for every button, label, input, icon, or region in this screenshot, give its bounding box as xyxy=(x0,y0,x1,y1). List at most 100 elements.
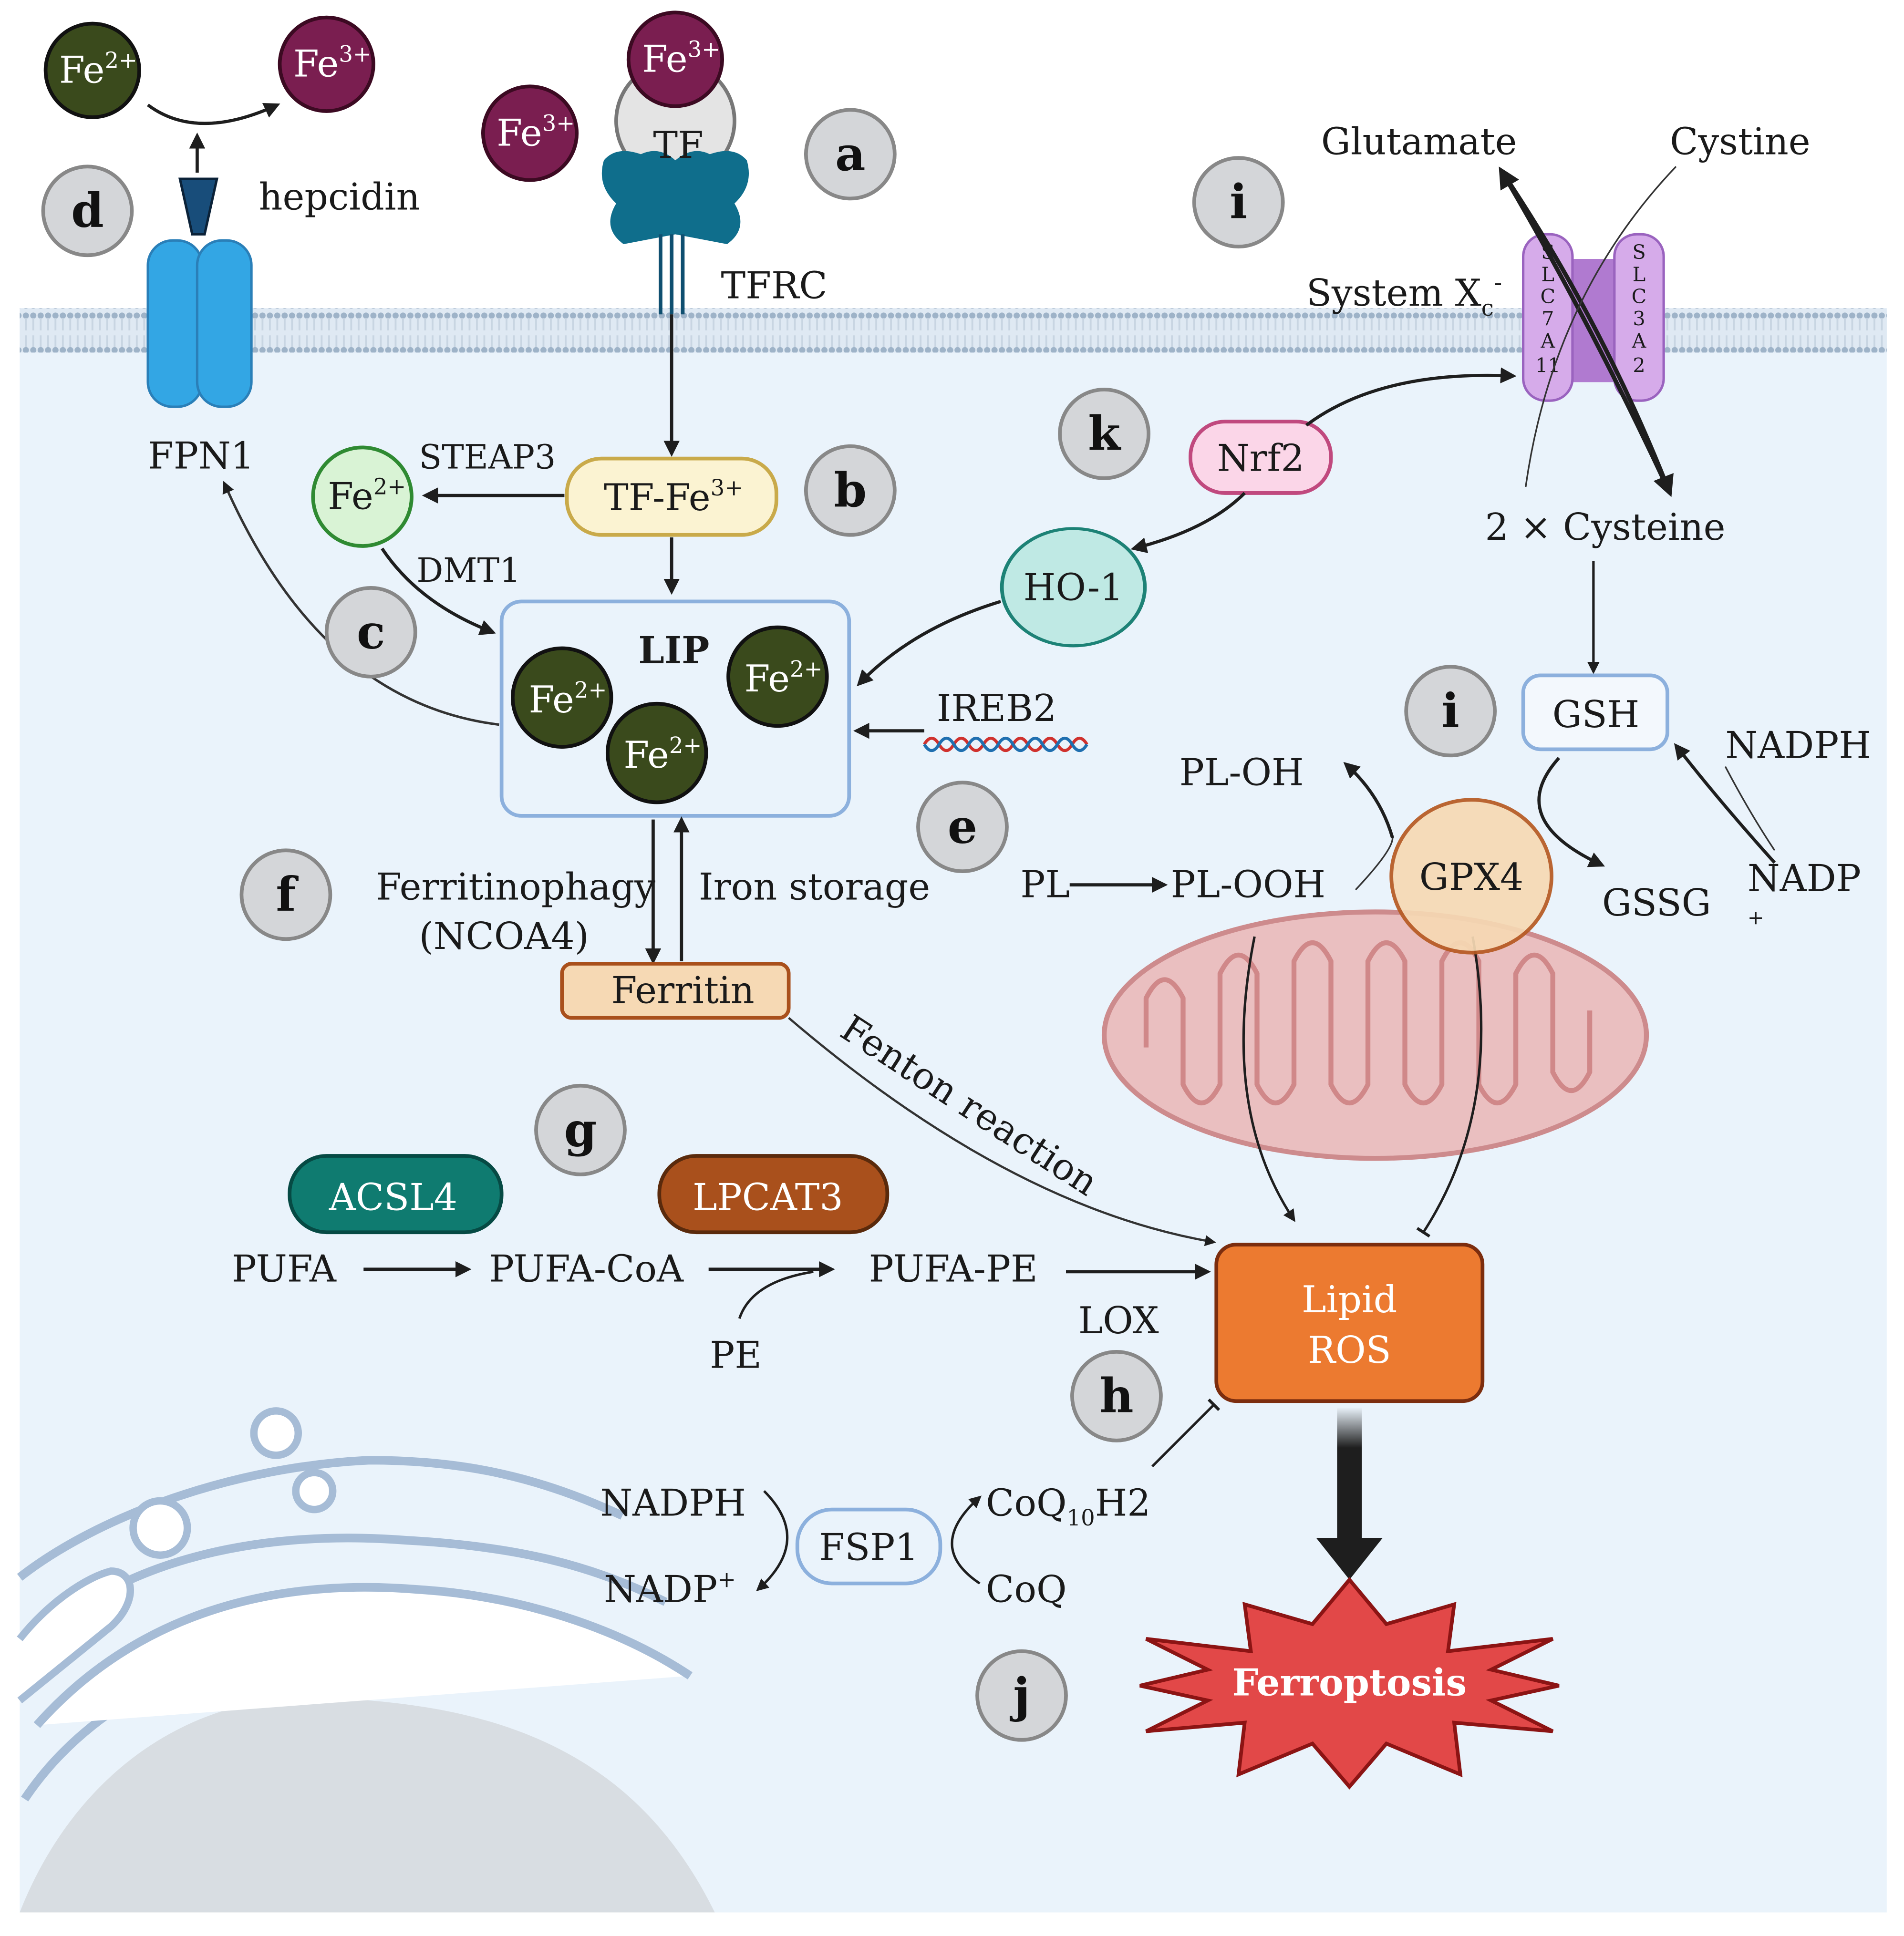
lip-label: LIP xyxy=(638,629,709,672)
dna-icon xyxy=(923,736,1088,752)
svg-text:LPCAT3: LPCAT3 xyxy=(693,1176,843,1219)
svg-text:Fe2+: Fe2+ xyxy=(528,677,607,721)
svg-text:FSP1: FSP1 xyxy=(819,1526,918,1569)
ireb2-label: IREB2 xyxy=(937,687,1057,730)
steap3-label: STEAP3 xyxy=(419,438,556,476)
nrf2-to-ho1-arrow xyxy=(1130,492,1246,553)
lpcat3-enzyme: LPCAT3 xyxy=(657,1154,890,1235)
ferritin-box: Ferritin xyxy=(560,962,791,1020)
nadph-arrow xyxy=(756,1490,789,1591)
svg-text:ROS: ROS xyxy=(1308,1329,1391,1372)
svg-text:h: h xyxy=(1099,1369,1133,1423)
nrf2-protein: Nrf2 xyxy=(1189,420,1333,495)
glutamate-label: Glutamate xyxy=(1321,120,1517,163)
gsh-to-gssg-arrow xyxy=(1537,757,1605,867)
svg-text:A: A xyxy=(1540,330,1555,352)
mito-to-ros-arrow xyxy=(1242,936,1295,1222)
badge-c[interactable]: c xyxy=(324,586,417,679)
cysteine-label: 2 × Cysteine xyxy=(1485,506,1726,549)
nrf2-to-systemxc-arrow xyxy=(1305,367,1517,427)
oxidation-arrow xyxy=(147,103,280,125)
ferritinophagy-label: Ferritinophagy xyxy=(376,866,655,909)
ferroptosis-burst: Ferroptosis xyxy=(1139,1576,1560,1790)
pl-label: PL xyxy=(1020,863,1070,906)
fe3-ion-free: Fe3+ xyxy=(481,84,579,182)
cystine-path-line xyxy=(1525,166,1677,487)
coq-label: CoQ xyxy=(986,1568,1067,1611)
dmt1-label: DMT1 xyxy=(416,551,520,590)
svg-text:S: S xyxy=(1632,241,1645,264)
svg-text:Fe3+: Fe3+ xyxy=(293,41,372,86)
gpx4-reduction-arrow xyxy=(1343,762,1394,839)
svg-text:Fe2+: Fe2+ xyxy=(328,474,406,518)
badge-i-top[interactable]: i xyxy=(1192,156,1285,249)
plooh-consumption-line xyxy=(1355,838,1394,891)
svg-text:Ferritin: Ferritin xyxy=(611,969,755,1012)
svg-text:GSH: GSH xyxy=(1552,693,1640,736)
hepcidin-icon xyxy=(178,177,218,236)
svg-text:Fe2+: Fe2+ xyxy=(623,732,702,777)
coq-arrow xyxy=(951,1495,982,1585)
badge-g[interactable]: g xyxy=(534,1083,627,1176)
tf-label: TF xyxy=(653,124,703,167)
tfrc-label: TFRC xyxy=(721,265,828,308)
svg-text:11: 11 xyxy=(1535,354,1561,377)
gsh-box: GSH xyxy=(1521,673,1669,752)
slc3a2-subunit xyxy=(1613,233,1665,402)
badge-k[interactable]: k xyxy=(1058,388,1150,480)
badge-b[interactable]: b xyxy=(804,444,897,537)
lip-fe2-ion-1: Fe2+ xyxy=(510,646,613,749)
cystine-import-arrow xyxy=(1499,169,1674,497)
lipid-ros-box: Lipid ROS xyxy=(1214,1243,1485,1403)
lipid-ros-to-ferroptosis-arrow xyxy=(1316,1407,1383,1580)
svg-text:2: 2 xyxy=(1633,354,1645,377)
svg-text:d: d xyxy=(71,184,104,238)
pufa-label: PUFA xyxy=(232,1248,337,1291)
badge-j[interactable]: j xyxy=(975,1649,1068,1742)
ncoa4-label: (NCOA4) xyxy=(419,915,589,958)
fsp1-enzyme: FSP1 xyxy=(795,1507,942,1586)
svg-text:ACSL4: ACSL4 xyxy=(329,1176,457,1219)
svg-text:c: c xyxy=(357,605,385,659)
cystine-label: Cystine xyxy=(1670,120,1811,163)
coq10h2-label: CoQ10H2 xyxy=(986,1482,1151,1531)
svg-text:j: j xyxy=(1009,1668,1030,1723)
tf-fe3-complex: TF-Fe3+ xyxy=(565,456,778,537)
svg-text:7: 7 xyxy=(1542,308,1554,330)
pe-label: PE xyxy=(710,1334,762,1377)
svg-text:Fe2+: Fe2+ xyxy=(745,656,823,700)
svg-text:e: e xyxy=(948,800,977,855)
system-xc-label: System Xc- xyxy=(1306,268,1502,321)
svg-text:a: a xyxy=(835,127,866,182)
gssg-to-gsh-arrow xyxy=(1674,743,1776,864)
svg-text:b: b xyxy=(834,463,867,518)
fe2-ion-endosomal: Fe2+ xyxy=(311,445,414,548)
svg-text:A: A xyxy=(1632,330,1647,352)
fe3-ion-extracellular: Fe3+ xyxy=(278,15,375,113)
svg-text:k: k xyxy=(1088,407,1121,462)
fpn1-transporter xyxy=(146,177,253,408)
svg-text:Fe3+: Fe3+ xyxy=(642,36,720,81)
svg-text:TF-Fe3+: TF-Fe3+ xyxy=(604,475,743,519)
nadp-left-label: NADP+ xyxy=(604,1566,736,1611)
fpn1-label: FPN1 xyxy=(148,434,254,477)
svg-text:Lipid: Lipid xyxy=(1302,1278,1397,1321)
ho1-protein: HO-1 xyxy=(1000,527,1147,648)
fenton-arrow xyxy=(788,1017,1216,1246)
svg-text:Nrf2: Nrf2 xyxy=(1217,437,1304,480)
nadph-left-label: NADPH xyxy=(600,1482,746,1525)
fe3-ion-bound: Fe3+ xyxy=(626,10,724,108)
badge-f[interactable]: f xyxy=(239,848,332,941)
badge-h[interactable]: h xyxy=(1070,1349,1163,1442)
badge-a[interactable]: a xyxy=(804,108,897,201)
acsl4-enzyme: ACSL4 xyxy=(288,1154,504,1235)
svg-text:GPX4: GPX4 xyxy=(1419,856,1524,899)
dmt1-arrow xyxy=(381,547,496,635)
lox-label: LOX xyxy=(1078,1299,1159,1342)
badge-d[interactable]: d xyxy=(41,165,134,257)
pl-oh-label: PL-OH xyxy=(1180,751,1304,794)
tfrc-receptor xyxy=(601,151,749,315)
badge-e[interactable]: e xyxy=(916,781,1009,874)
badge-i-gsh[interactable]: i xyxy=(1404,665,1497,758)
